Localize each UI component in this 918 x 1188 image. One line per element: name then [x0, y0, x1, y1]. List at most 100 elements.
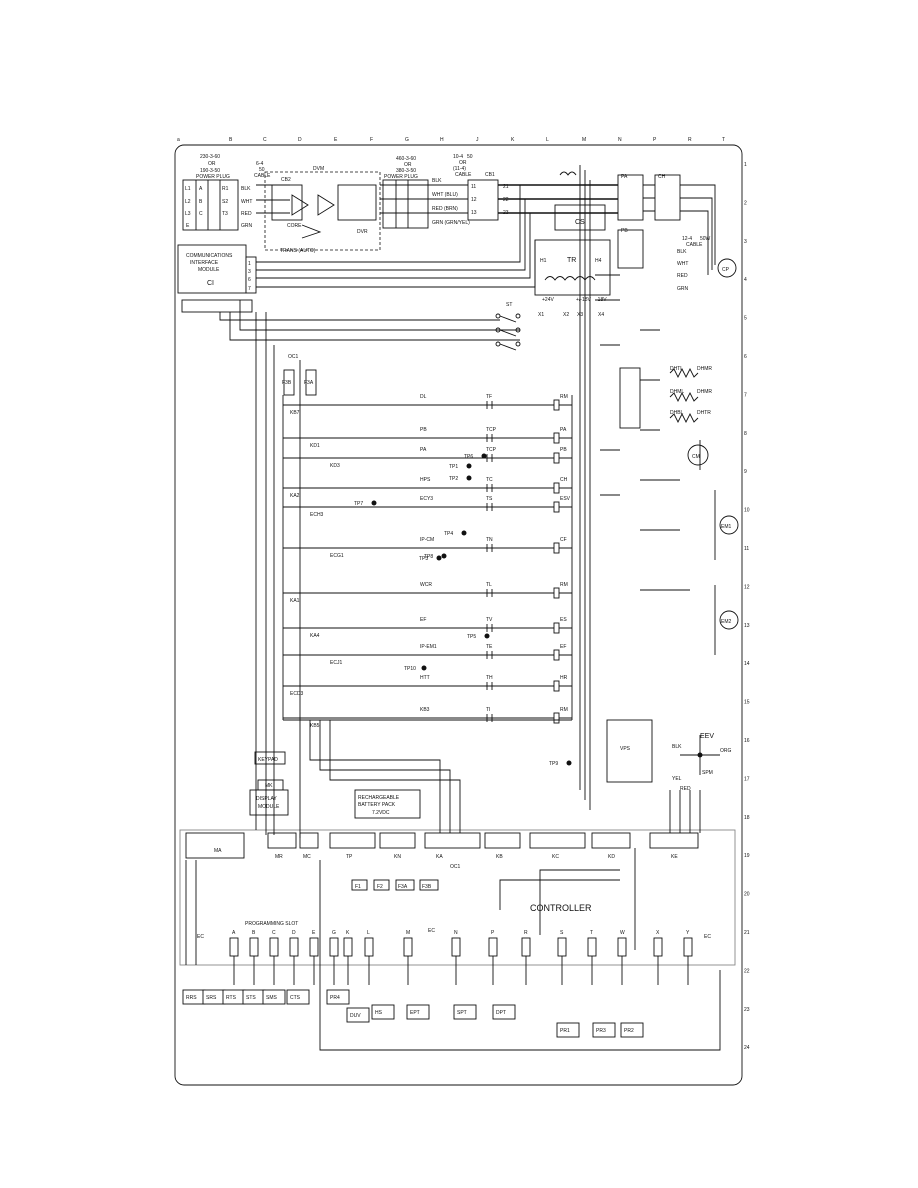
- ec-terminal: T: [587, 930, 597, 985]
- rung-left-label: ECH3: [310, 512, 324, 518]
- sensor: SMS: [262, 989, 286, 1005]
- cable-left: 6-4 50 CABLE: [254, 161, 271, 179]
- schematic-frame: [174, 144, 743, 1086]
- sensor-label: DUV: [350, 1013, 361, 1019]
- rung-left-label: KD3: [330, 463, 340, 469]
- rung-tag-label: IP-CM: [420, 537, 434, 543]
- test-point-label: TP10: [404, 666, 416, 672]
- sensor: HS: [371, 1004, 395, 1020]
- svg-text:7: 7: [248, 286, 251, 292]
- svg-text:PA: PA: [621, 174, 628, 180]
- row-number: 11: [744, 546, 749, 552]
- ec-terminal-label: T: [590, 930, 593, 936]
- svg-text:KC: KC: [552, 854, 559, 860]
- svg-text:BLK: BLK: [432, 178, 442, 184]
- svg-text:GRN: GRN: [677, 286, 689, 292]
- svg-text:T3: T3: [222, 211, 228, 217]
- ec-terminal-label: E: [312, 930, 316, 936]
- rung-coil-label: HR: [560, 675, 568, 681]
- svg-text:WHT (BLU): WHT (BLU): [432, 192, 458, 198]
- ec-terminal-label: X: [656, 930, 660, 936]
- svg-text:KE: KE: [671, 854, 678, 860]
- circuit-breaker-cb1: 11 12 13 21 22 23: [467, 179, 509, 221]
- ec-terminal-label: G: [332, 930, 336, 936]
- programming-slot: PROGRAMMING SLOT EC EC EC: [197, 921, 711, 940]
- sensor-label: PR4: [330, 995, 340, 1001]
- rung-contact-label: TH: [486, 675, 493, 681]
- svg-text:DHBL: DHBL: [670, 410, 684, 416]
- sensor-label: EPT: [410, 1010, 420, 1016]
- svg-text:F1: F1: [355, 884, 361, 890]
- rung-left-label: KA2: [290, 493, 300, 499]
- row-number: 5: [744, 316, 747, 322]
- svg-text:BATTERY PACK: BATTERY PACK: [358, 802, 396, 808]
- heater-bank: DHTL DHMR DHML DHMR DHBL DHTR: [619, 366, 712, 429]
- rung-left-label: ECD3: [290, 691, 304, 697]
- sensor-label: CTS: [290, 995, 301, 1001]
- column-letter: H: [440, 137, 444, 143]
- svg-text:CM: CM: [692, 454, 700, 460]
- row-number: 20: [744, 892, 750, 898]
- sensor: SPT: [453, 1004, 477, 1020]
- svg-text:DHML: DHML: [670, 389, 684, 395]
- rung-contact-label: TS: [486, 496, 493, 502]
- rung-coil-label: CF: [560, 537, 567, 543]
- svg-text:F3B: F3B: [422, 884, 432, 890]
- rung-coil-label: CH: [560, 477, 568, 483]
- row-number: 2: [744, 200, 747, 206]
- svg-text:BLK: BLK: [672, 744, 682, 750]
- row-number: 19: [744, 853, 750, 859]
- row-number: 4: [744, 277, 747, 283]
- column-letter: R: [688, 137, 692, 143]
- svg-text:L2: L2: [185, 199, 191, 205]
- cable-right: 10-4 50 OR (11-4) CABLE CB1: [453, 154, 495, 178]
- test-point-label: TP6: [464, 454, 473, 460]
- svg-text:OR: OR: [459, 160, 467, 166]
- sensor: DPT: [492, 1004, 516, 1020]
- sensor: DUV: [346, 1007, 370, 1023]
- rung-left-label: KB7: [290, 410, 300, 416]
- svg-text:ST: ST: [506, 302, 512, 308]
- row-number: 9: [744, 469, 747, 475]
- row-number: 8: [744, 431, 747, 437]
- row-number: 7: [744, 392, 747, 398]
- svg-text:DHMR: DHMR: [697, 389, 712, 395]
- sensor-label: SMS: [266, 995, 278, 1001]
- rung-coil-label: EF: [560, 644, 566, 650]
- row-number: 12: [744, 584, 750, 590]
- ec-terminal-label: A: [232, 930, 236, 936]
- ec-terminal: S: [557, 930, 567, 985]
- sensor-label: PR1: [560, 1028, 570, 1034]
- svg-text:SPM: SPM: [702, 770, 713, 776]
- rung-tag-label: HTT: [420, 675, 430, 681]
- svg-text:EC: EC: [428, 928, 435, 934]
- svg-text:50: 50: [467, 154, 473, 160]
- ec-terminal: A: [229, 930, 239, 985]
- svg-text:F3A: F3A: [304, 380, 314, 386]
- svg-text:E: E: [186, 223, 190, 229]
- test-point-label: TP3: [419, 556, 428, 562]
- column-letter: G: [405, 137, 409, 143]
- rung-tag-label: DL: [420, 394, 427, 400]
- selector-switch-st: ST: [495, 302, 521, 351]
- rung-tag-label: IP-EM1: [420, 644, 437, 650]
- svg-text:POWER PLUG: POWER PLUG: [196, 174, 230, 180]
- test-point-label: TP4: [444, 531, 453, 537]
- rung-coil-label: RM: [560, 707, 568, 713]
- svg-text:CABLE: CABLE: [455, 172, 472, 178]
- svg-text:RED: RED: [677, 273, 688, 279]
- evaporator-motor-em1: EM1: [719, 515, 739, 535]
- svg-text:L3: L3: [185, 211, 191, 217]
- svg-text:1: 1: [248, 261, 251, 267]
- row-number: 13: [744, 623, 750, 629]
- svg-text:10-4: 10-4: [453, 154, 463, 160]
- ec-terminal: D: [289, 930, 299, 985]
- rung-coil-label: ESV: [560, 496, 571, 502]
- column-letter: D: [298, 137, 302, 143]
- controller-board: CONTROLLER MA MR MC TP KN KA KB KC KD KE: [179, 829, 736, 966]
- row-number: 22: [744, 968, 750, 974]
- sensor-label: PR2: [624, 1028, 634, 1034]
